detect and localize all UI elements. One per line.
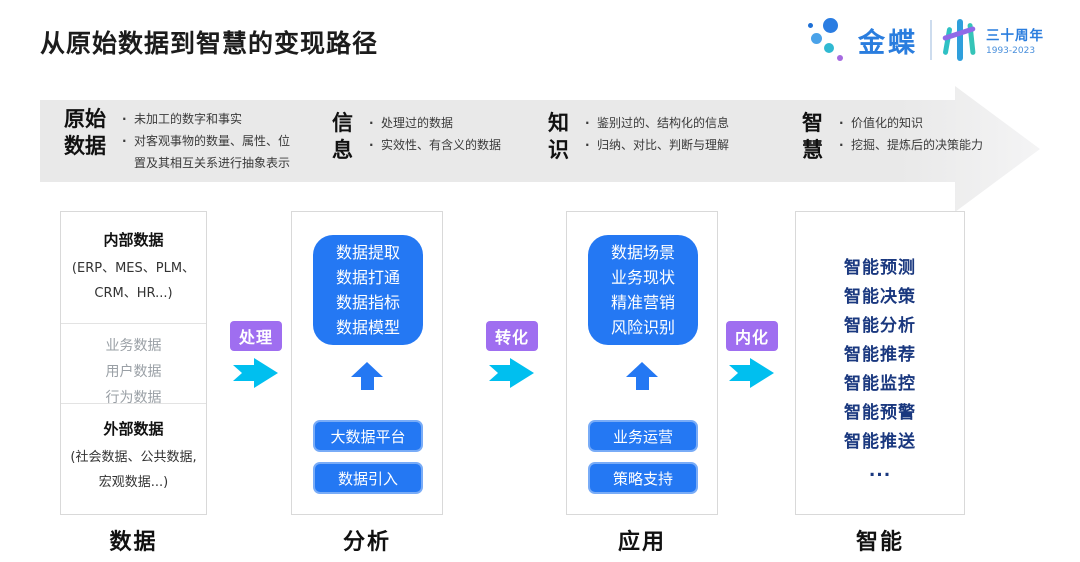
stage-bullet: 对客观事物的数量、属性、位置及其相互关系进行抽象表示 — [118, 130, 294, 174]
stage-bullet: 归纳、对比、判断与理解 — [581, 134, 731, 156]
middle-data-section: 业务数据 用户数据 行为数据 — [61, 324, 206, 406]
dikw-arrow-banner: 原始 数据 未加工的数字和事实 对客观事物的数量、属性、位置及其相互关系进行抽象… — [40, 84, 1040, 214]
anniversary-block: 三十周年 1993-2023 — [986, 24, 1044, 56]
stage-title: 信 息 — [332, 111, 353, 162]
connector-label: 处理 — [229, 321, 282, 351]
stage-wisdom: 智 慧 价值化的知识 挖掘、提炼后的决策能力 — [802, 110, 985, 164]
data-import-button: 数据引入 — [313, 462, 423, 494]
external-data-section: 外部数据 (社会数据、公共数据, 宏观数据...) — [61, 404, 206, 495]
stage-bullet: 鉴别过的、结构化的信息 — [581, 112, 731, 134]
footer-application: 应用 — [617, 530, 666, 555]
right-arrow-icon — [489, 358, 534, 388]
business-operation-button: 业务运营 — [588, 420, 698, 452]
stage-bullet: 未加工的数字和事实 — [118, 108, 294, 130]
application-card: 数据场景 业务现状 精准营销 风险识别 业务运营 策略支持 — [566, 211, 718, 515]
right-arrow-icon — [729, 358, 774, 388]
stage-bullet-list: 鉴别过的、结构化的信息 归纳、对比、判断与理解 — [581, 112, 731, 164]
intelligence-list: 智能预测 智能决策 智能分析 智能推荐 智能监控 智能预警 智能推送 ... — [796, 212, 964, 486]
intelligence-item: 智能推荐 — [844, 345, 916, 365]
analysis-capability-box: 数据提取 数据打通 数据指标 数据模型 — [313, 235, 423, 345]
intelligence-item: 智能决策 — [844, 287, 916, 307]
strategy-support-button: 策略支持 — [588, 462, 698, 494]
up-arrow-icon — [626, 362, 658, 390]
thirty-anniversary-mark-icon — [942, 18, 978, 62]
stage-bullet: 价值化的知识 — [835, 112, 985, 134]
anniversary-years: 1993-2023 — [986, 46, 1036, 56]
connector-label: 内化 — [725, 321, 778, 351]
footer-data: 数据 — [109, 530, 158, 555]
analysis-card: 数据提取 数据打通 数据指标 数据模型 大数据平台 数据引入 — [291, 211, 443, 515]
stage-bullet: 处理过的数据 — [365, 112, 515, 134]
stage-bullet: 实效性、有含义的数据 — [365, 134, 515, 156]
intelligence-item: 智能预测 — [844, 258, 916, 278]
application-scenario-box: 数据场景 业务现状 精准营销 风险识别 — [588, 235, 698, 345]
stage-information: 信 息 处理过的数据 实效性、有含义的数据 — [332, 110, 515, 164]
footer-analysis: 分析 — [342, 530, 391, 555]
intelligence-item: 智能监控 — [844, 374, 916, 394]
stage-knowledge: 知 识 鉴别过的、结构化的信息 归纳、对比、判断与理解 — [548, 110, 731, 164]
intelligence-item: 智能预警 — [844, 403, 916, 423]
connector-transform: 转化 — [482, 321, 542, 388]
intelligence-card: 智能预测 智能决策 智能分析 智能推荐 智能监控 智能预警 智能推送 ... — [795, 211, 965, 515]
stage-bullet-list: 处理过的数据 实效性、有含义的数据 — [365, 112, 515, 164]
anniversary-label: 三十周年 — [986, 28, 1044, 44]
brand-name: 金蝶 — [858, 27, 918, 59]
intelligence-item: 智能分析 — [844, 316, 916, 336]
logo-divider — [930, 20, 932, 60]
connector-label: 转化 — [485, 321, 538, 351]
stage-title: 知 识 — [548, 111, 569, 162]
bigdata-platform-button: 大数据平台 — [313, 420, 423, 452]
kingdee-dots-icon — [804, 16, 848, 64]
intelligence-item: 智能推送 — [844, 432, 916, 452]
up-arrow-icon — [351, 362, 383, 390]
stage-bullet-list: 价值化的知识 挖掘、提炼后的决策能力 — [835, 112, 985, 164]
internal-data-section: 内部数据 (ERP、MES、PLM、 CRM、HR...) — [61, 212, 206, 324]
connector-process: 处理 — [226, 321, 286, 388]
section-heading: 外部数据 — [103, 420, 164, 438]
footer-intelligence: 智能 — [855, 530, 904, 555]
data-type-item: 业务数据 — [105, 338, 162, 354]
section-body: (ERP、MES、PLM、 CRM、HR...) — [71, 261, 196, 301]
stage-title: 原始 数据 — [64, 107, 106, 158]
data-sources-card: 内部数据 (ERP、MES、PLM、 CRM、HR...) 业务数据 用户数据 … — [60, 211, 207, 515]
kingdee-logo: 金蝶 三十周年 1993-2023 — [804, 16, 1044, 64]
page-title: 从原始数据到智慧的变现路径 — [40, 29, 379, 58]
data-type-item: 行为数据 — [105, 390, 162, 406]
section-body: (社会数据、公共数据, 宏观数据...) — [70, 450, 197, 490]
section-heading: 内部数据 — [103, 231, 164, 249]
stage-bullet: 挖掘、提炼后的决策能力 — [835, 134, 985, 156]
data-type-item: 用户数据 — [105, 364, 162, 380]
stage-bullet-list: 未加工的数字和事实 对客观事物的数量、属性、位置及其相互关系进行抽象表示 — [118, 108, 294, 174]
intelligence-ellipsis: ... — [868, 461, 892, 481]
connector-internalize: 内化 — [722, 321, 782, 388]
stage-title: 智 慧 — [802, 111, 823, 162]
right-arrow-icon — [233, 358, 278, 388]
stage-raw-data: 原始 数据 未加工的数字和事实 对客观事物的数量、属性、位置及其相互关系进行抽象… — [64, 106, 294, 174]
